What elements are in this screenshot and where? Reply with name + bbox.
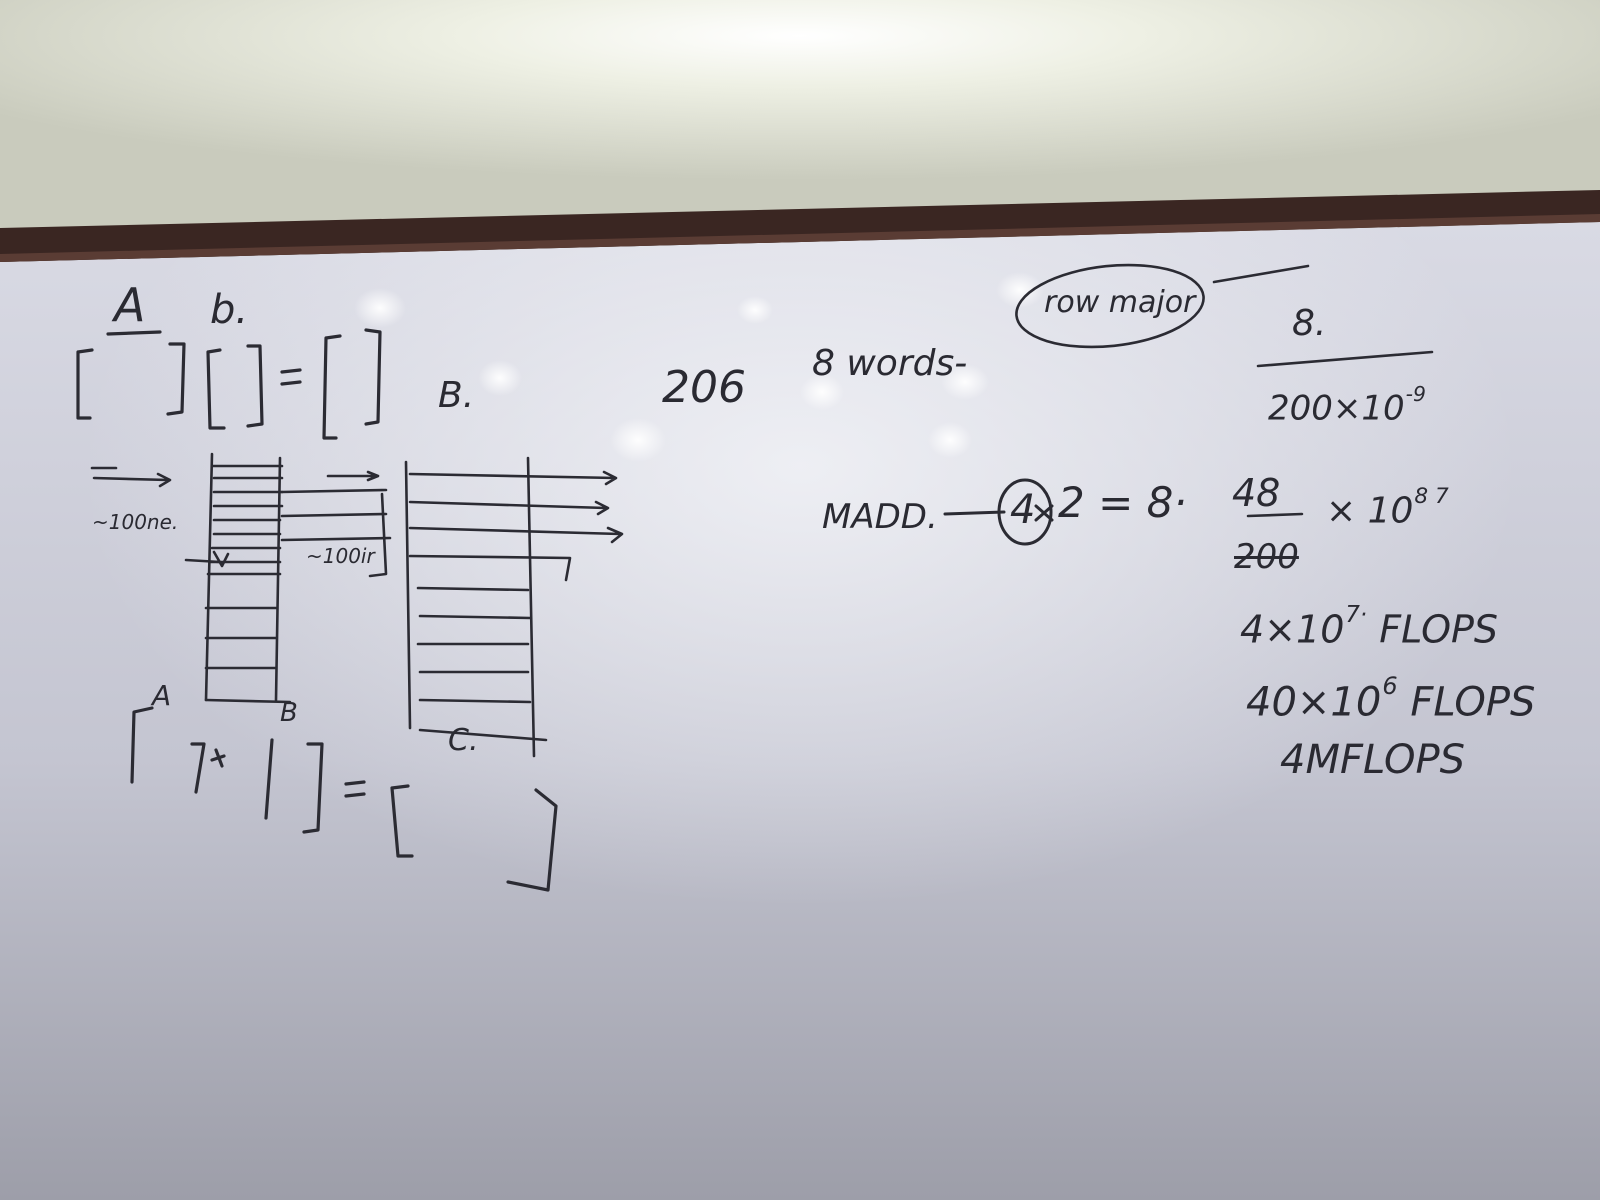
step-denominator: 200 [1234,537,1299,577]
label-matrix-a-top: A [114,278,146,332]
label-rows-left: ~100ne. [92,510,179,534]
fraction-numerator: 8. [1292,303,1327,344]
row-major-label: row major [1044,285,1196,320]
label-matrix-c: C. [448,723,479,758]
number-206: 206 [662,362,746,413]
label-vector-b: b. [210,287,249,333]
result-line-3: 4MFLOPS [1280,737,1466,783]
madd-marks [943,478,1054,546]
light-reflections [354,272,1044,462]
eight-words-note: 8 words- [812,343,968,384]
matrix-equation-bottom [130,706,558,892]
label-matrix-b-bottom: B [280,698,298,728]
matrix-equation-top [76,328,382,440]
circled-four: 4 [1010,487,1036,533]
row-access-arrows [90,452,624,758]
madd-label: MADD. [822,497,938,537]
label-matrix-a-bottom: A [152,679,172,712]
label-rows-mid: ~100ir [306,544,375,568]
step-numerator: 48 [1232,471,1281,515]
fraction-denominator: 200×10-9 [1268,382,1426,429]
madd-result: 2 = 8· [1058,478,1187,527]
row-major-marks [1015,263,1434,518]
result-line-2: 40×106 FLOPS [1246,672,1536,726]
label-matrix-b-right: B. [438,375,475,416]
step-times-power: × 108 7 [1326,484,1449,532]
result-line-1: 4×107· FLOPS [1240,602,1499,652]
